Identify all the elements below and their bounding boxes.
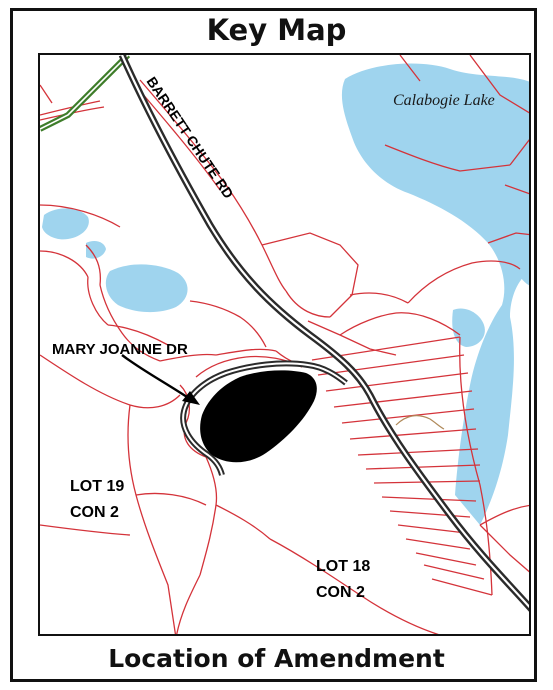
lot18-label-line2: CON 2: [316, 584, 365, 601]
lake-label: Calabogie Lake: [393, 92, 495, 109]
parcel-lines: [40, 55, 529, 634]
highway: [40, 55, 131, 132]
pointer-arrow: [121, 354, 200, 405]
pond-east: [512, 243, 529, 286]
lot18-label-line1: LOT 18: [316, 558, 370, 575]
amendment-area: [200, 370, 317, 463]
map-title: Key Map: [206, 13, 347, 47]
calabogie-lake: [342, 63, 529, 525]
pond-central: [105, 264, 188, 313]
pond-west-1: [42, 208, 89, 240]
lot19-label-line2: CON 2: [70, 504, 119, 521]
highway-centre: [40, 55, 129, 130]
barrett-chute-rd: [120, 55, 529, 609]
water-bodies: [42, 63, 529, 525]
lot19-label-line1: LOT 19: [70, 478, 124, 495]
mary-joanne-dr-label: MARY JOANNE DR: [52, 341, 188, 358]
trail: [395, 415, 445, 430]
map-canvas: Calabogie Lake BARRETT CHUTE RD MARY JOA…: [40, 55, 529, 634]
map-caption: Location of Amendment: [108, 644, 445, 673]
barrett-chute-rd-label: BARRETT CHUTE RD: [144, 74, 237, 202]
pond-west-2: [86, 241, 106, 259]
mary-joanne-dr: [182, 362, 347, 476]
key-map: Calabogie Lake BARRETT CHUTE RD MARY JOA…: [38, 53, 531, 636]
lake-inlet: [452, 308, 485, 347]
